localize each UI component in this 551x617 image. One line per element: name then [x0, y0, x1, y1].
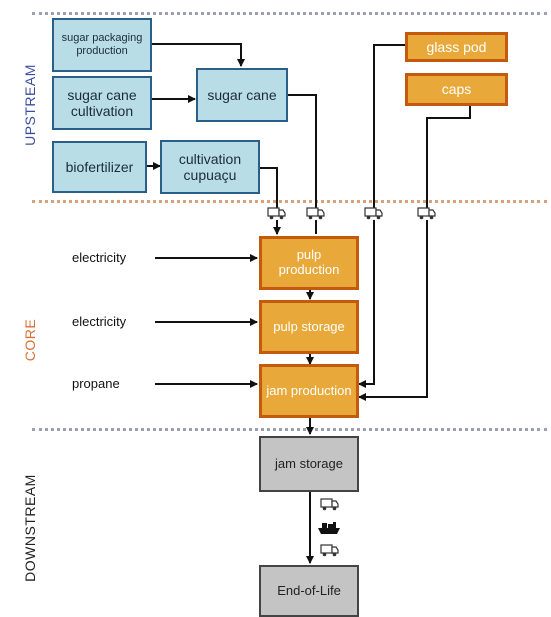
arrow-packaging-to-sugar-cane: [152, 43, 245, 67]
core-downstream-divider: [32, 428, 547, 431]
node-jam-production: jam production: [259, 364, 359, 418]
node-pulp-storage: pulp storage: [259, 300, 359, 354]
upstream-core-divider: [32, 200, 547, 203]
arrow-caps-to-jam-production: [358, 220, 428, 401]
node-jam-storage: jam storage: [259, 436, 359, 492]
input-propane: propane: [72, 376, 120, 391]
node-sugar-cane: sugar cane: [196, 68, 288, 122]
truck-icon: [267, 207, 286, 220]
arrow-glass-pod-to-jam-production: [358, 220, 375, 388]
node-biofertilizer: biofertilizer: [52, 141, 147, 193]
node-pulp-production: pulp production: [259, 236, 359, 290]
input-electricity-2: electricity: [72, 314, 127, 329]
node-end-of-life: End-of-Life: [259, 565, 359, 617]
wire-glass-pod-down: [373, 44, 405, 208]
ship-icon: [318, 522, 340, 534]
wire-caps-down: [426, 106, 471, 208]
truck-icon: [320, 544, 339, 557]
truck-icon: [320, 498, 339, 511]
node-glass-pod: glass pod: [405, 32, 508, 62]
truck-icon: [417, 207, 436, 220]
wire-cupuacu-down: [260, 167, 278, 208]
node-sugar-cane-cultivation: sugar cane cultivation: [52, 76, 152, 130]
node-caps: caps: [405, 73, 508, 106]
node-sugar-packaging-production: sugar packaging production: [52, 18, 152, 72]
upstream-top-divider: [32, 12, 547, 15]
truck-icon: [364, 207, 383, 220]
node-cultivation-cupuacu: cultivation cupuaçu: [160, 140, 260, 194]
input-electricity-1: electricity: [72, 250, 127, 265]
truck-icon: [306, 207, 325, 220]
wire-sugar-cane-down: [288, 94, 317, 208]
